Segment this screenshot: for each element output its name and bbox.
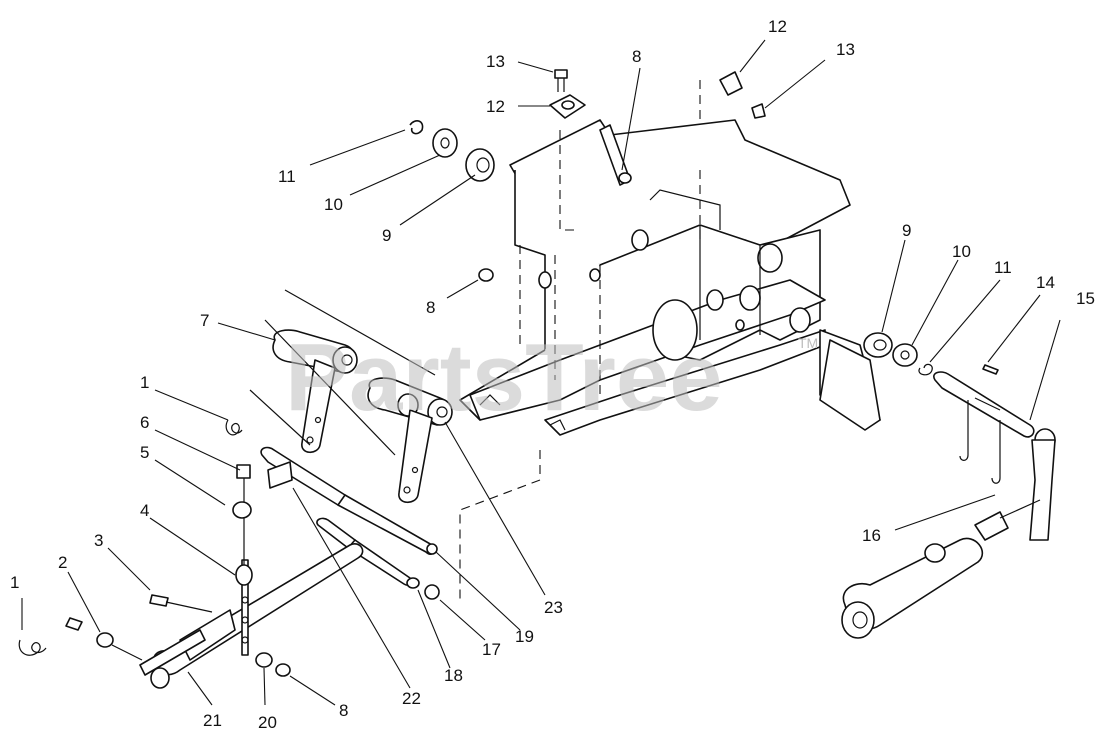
callout-1-a: 1 bbox=[10, 573, 19, 592]
pivot-arms bbox=[249, 289, 453, 504]
callout-4: 4 bbox=[140, 501, 149, 520]
watermark-text: PartsTree bbox=[285, 324, 723, 431]
callout-13-a: 13 bbox=[486, 52, 505, 71]
callout-13-b: 13 bbox=[836, 40, 855, 59]
callout-8-c: 8 bbox=[339, 701, 348, 720]
left-linkage bbox=[18, 419, 364, 689]
callout-1-b: 1 bbox=[140, 373, 149, 392]
callout-14: 14 bbox=[1036, 273, 1055, 292]
callout-23: 23 bbox=[544, 598, 563, 617]
callout-6: 6 bbox=[140, 413, 149, 432]
callout-9-b: 9 bbox=[902, 221, 911, 240]
callout-11-a: 11 bbox=[278, 167, 296, 186]
callout-18: 18 bbox=[444, 666, 463, 685]
callout-8-b: 8 bbox=[632, 47, 641, 66]
callout-8-a: 8 bbox=[426, 298, 435, 317]
callout-15: 15 bbox=[1076, 289, 1095, 308]
right-assembly bbox=[819, 332, 1056, 639]
callout-2: 2 bbox=[58, 553, 67, 572]
callout-11-b: 11 bbox=[994, 258, 1012, 277]
leader-lines bbox=[21, 39, 1061, 706]
callout-22: 22 bbox=[402, 689, 421, 708]
callout-21: 21 bbox=[203, 711, 222, 730]
callout-5: 5 bbox=[140, 443, 149, 462]
callout-10-a: 10 bbox=[324, 195, 343, 214]
lower-shafts bbox=[260, 446, 440, 600]
callout-7: 7 bbox=[200, 311, 209, 330]
watermark-tm: TM bbox=[798, 335, 818, 351]
partstree-watermark: PartsTree TM bbox=[285, 324, 818, 431]
callout-9-a: 9 bbox=[382, 226, 391, 245]
callout-3: 3 bbox=[94, 531, 103, 550]
callout-10-b: 10 bbox=[952, 242, 971, 261]
callout-labels: 1 2 3 4 5 6 1 7 8 9 10 11 12 13 8 12 13 … bbox=[10, 17, 1095, 732]
callout-12-a: 12 bbox=[486, 97, 505, 116]
callout-12-b: 12 bbox=[768, 17, 787, 36]
callout-16: 16 bbox=[862, 526, 881, 545]
callout-20: 20 bbox=[258, 713, 277, 732]
callout-19: 19 bbox=[515, 627, 534, 646]
callout-17: 17 bbox=[482, 640, 501, 659]
